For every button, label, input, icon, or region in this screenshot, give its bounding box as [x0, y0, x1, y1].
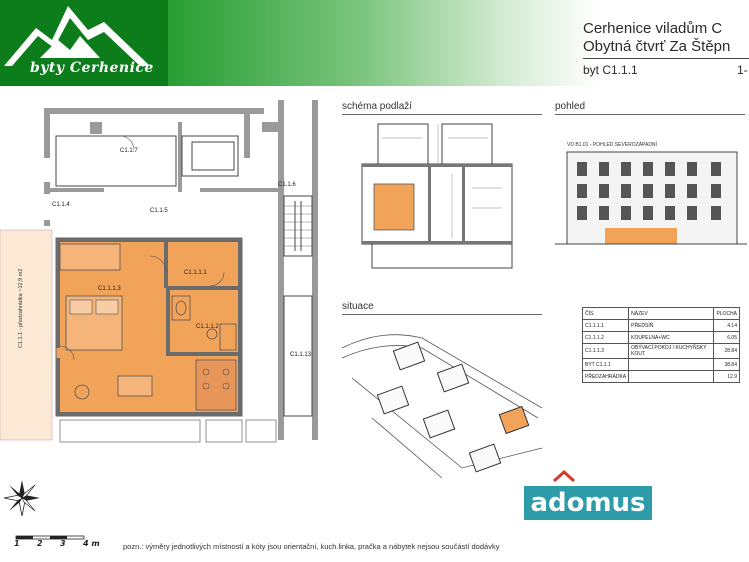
- project-title: Cerhenice viladům C: [583, 20, 723, 37]
- roof-icon: [552, 470, 576, 482]
- logo: byty Cerhenice: [0, 0, 168, 86]
- logo-text: byty Cerhenice: [30, 60, 154, 76]
- section-situace-label: situace: [342, 301, 374, 312]
- table-cell: 28.84: [713, 343, 740, 359]
- table-row: BYT C1.1.1 38.84: [581, 358, 740, 371]
- table-cell: KOUPELNA+WC: [628, 331, 715, 344]
- table-row: C1.1.1.3 OBÝVACÍ POKOJ / KUCHYŇSKÝ KOUT …: [581, 343, 740, 359]
- table-cell: C1.1.1.1: [581, 319, 630, 332]
- table-cell: 6.05: [713, 331, 740, 344]
- mountain-logo-icon: [4, 6, 150, 66]
- header-banner: byty Cerhenice Cerhenice viladům C Obytn…: [0, 0, 749, 86]
- table-row: C1.1.1.2 KOUPELNA+WC 6.05: [581, 331, 740, 344]
- section-pohled-label: pohled: [555, 101, 586, 112]
- room-area-table: ČÍS. NÁZEV PLOCHA C1.1.1.1 PŘEDSÍŇ 4.14 …: [581, 307, 740, 383]
- table-cell: C1.1.1.3: [581, 343, 630, 359]
- terrace-area: [0, 229, 53, 441]
- room-c117: C1.1.7: [120, 148, 138, 154]
- north-arrow-icon: [3, 480, 40, 517]
- site-plan: [342, 334, 543, 479]
- elevation-view: VD B1.01 - POHLED SEVEROZÁPADNÍ: [555, 141, 747, 245]
- room-c1113b: C1.1.13: [290, 352, 312, 358]
- scale-bar: [15, 535, 85, 540]
- room-c114: C1.1.4: [52, 202, 70, 208]
- table-row: C1.1.1.1 PŘEDSÍŇ 4.14: [581, 319, 740, 332]
- room-c115: C1.1.5: [150, 208, 168, 214]
- room-c1111: C1.1.1.1: [184, 270, 207, 276]
- table-cell: [628, 358, 715, 371]
- table-row: PŘEDZAHRÁDKA 12.9: [581, 370, 740, 383]
- footnote: pozn.: výměry jednotlivých místností a k…: [123, 542, 500, 551]
- table-header-cell: ČÍS.: [581, 307, 630, 320]
- table-cell: [628, 370, 715, 383]
- table-cell: 12.9: [713, 370, 740, 383]
- table-header-cell: NÁZEV: [628, 307, 715, 320]
- table-cell: 38.84: [713, 358, 740, 371]
- scale-label-2: 2: [37, 539, 43, 548]
- floor-plan: C1.1.7 C1.1.6 C1.1.4 C1.1.5 C1.1.1.1 C1.…: [0, 100, 318, 443]
- page-label: 1-: [737, 63, 748, 77]
- section-schema-rule: [342, 114, 542, 115]
- table-header-row: ČÍS. NÁZEV PLOCHA: [581, 307, 740, 320]
- floor-schema: [361, 123, 513, 269]
- room-c116: C1.1.6: [278, 182, 296, 188]
- unit-label: byt C1.1.1: [583, 63, 638, 77]
- table-cell: 4.14: [713, 319, 740, 332]
- scale-label-3: 3: [60, 539, 66, 548]
- brand-logo: adomus: [524, 486, 652, 520]
- table-cell: PŘEDZAHRÁDKA: [581, 370, 630, 383]
- table-header-cell: PLOCHA: [713, 307, 740, 320]
- room-c1113: C1.1.1.3: [98, 286, 121, 292]
- section-schema-label: schéma podlaží: [342, 101, 413, 112]
- terrace-label: C1.1.1 - předzahrádka ~12,9 m2: [18, 269, 24, 348]
- section-pohled-rule: [555, 114, 745, 115]
- table-cell: C1.1.1.2: [581, 331, 630, 344]
- scale-label-1: 1: [14, 539, 20, 548]
- scale-label-4m: 4 m: [83, 539, 100, 548]
- table-cell: OBÝVACÍ POKOJ / KUCHYŇSKÝ KOUT: [628, 343, 715, 359]
- section-situace-rule: [342, 314, 542, 315]
- pohled-caption: VD B1.01 - POHLED SEVEROZÁPADNÍ: [567, 141, 658, 148]
- table-cell: BYT C1.1.1: [581, 358, 630, 371]
- header-divider: [583, 58, 749, 59]
- table-cell: PŘEDSÍŇ: [628, 319, 715, 332]
- room-c1112: C1.1.1.2: [196, 324, 219, 330]
- project-subtitle: Obytná čtvrť Za Štěpn: [583, 38, 731, 55]
